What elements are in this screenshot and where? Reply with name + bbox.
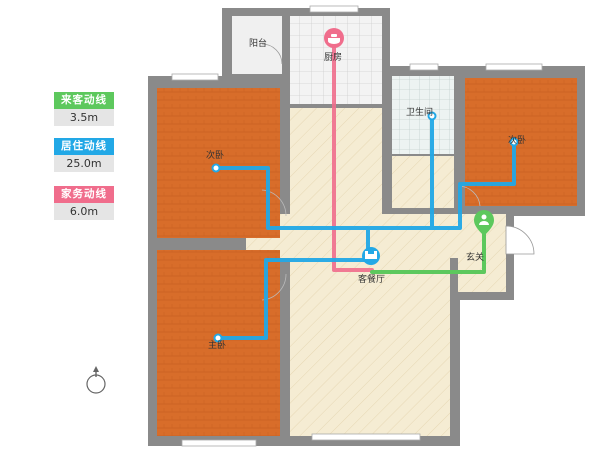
bathroom-floor [392,76,454,154]
legend-visitor: 来客动线 3.5m [54,92,114,126]
bedroom-left-door-swing [261,189,287,217]
route-endpoint-bathroom [427,111,437,121]
legend-living-label: 居住动线 [54,138,114,155]
legend-housework-value: 6.0m [54,203,114,220]
room-label-living-dining: 客餐厅 [358,273,385,285]
route-endpoint-bedroom-left [211,163,221,173]
room-label-kitchen: 厨房 [324,51,342,63]
master-bedroom-floor [157,250,280,436]
entrance-person-icon [474,210,494,236]
legend-visitor-value: 3.5m [54,109,114,126]
room-label-entrance: 玄关 [466,251,484,263]
bedroom-left-floor [157,88,280,238]
corridor-floor [246,214,458,258]
living-routes [214,114,516,340]
room-label-master: 主卧 [208,339,226,351]
windows [171,5,543,447]
room-label-bedroom-right: 次卧 [508,134,526,146]
legend-housework: 家务动线 6.0m [54,186,114,220]
kitchen-pot-icon [324,28,344,48]
legend-housework-label: 家务动线 [54,186,114,203]
room-label-bathroom: 卫生间 [406,106,433,118]
room-label-bedroom-left: 次卧 [206,149,224,161]
bathroom-annex-floor [392,156,454,208]
balcony-floor [232,16,282,74]
legend-visitor-label: 来客动线 [54,92,114,109]
legend-living-value: 25.0m [54,155,114,172]
entrance-door-swing [505,225,535,255]
route-endpoint-bedroom-right [509,137,519,147]
legend-living: 居住动线 25.0m [54,138,114,172]
visitor-route [370,224,486,274]
balcony-door-swing [261,43,283,65]
compass-icon [86,366,106,394]
room-label-balcony: 阳台 [249,37,267,49]
living-dining-floor [290,258,450,436]
housework-route [332,38,374,272]
sofa-icon [362,247,380,265]
route-endpoint-master [213,333,223,343]
